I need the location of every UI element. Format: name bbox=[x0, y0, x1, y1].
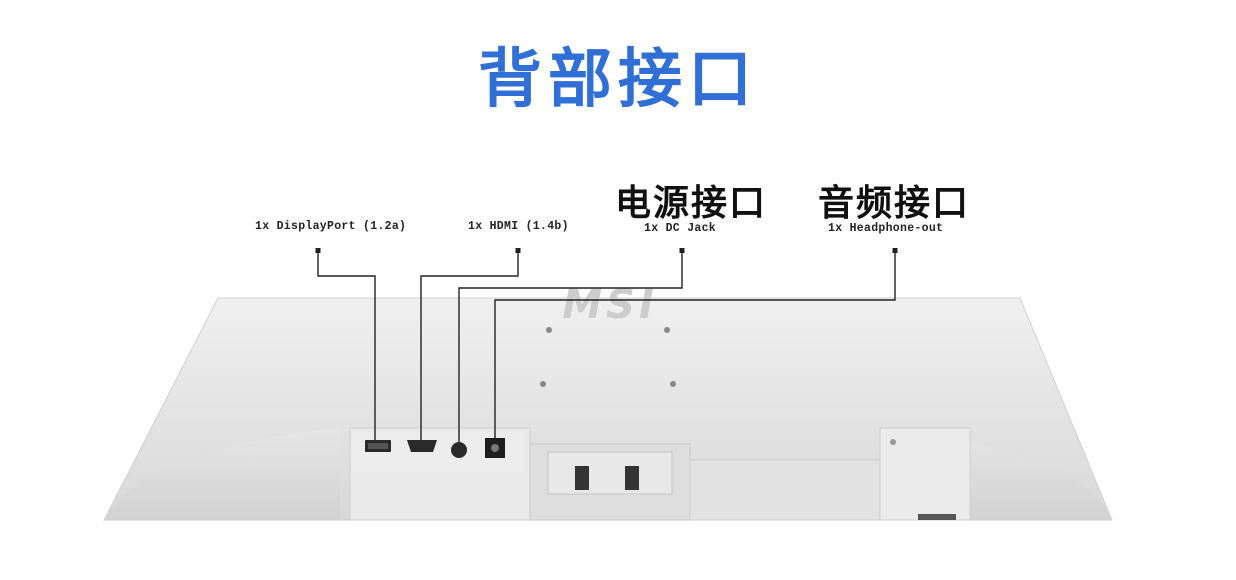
dc-label: 1x DC Jack bbox=[644, 222, 717, 235]
audio-leader bbox=[458, 252, 683, 442]
dc-leader bbox=[494, 252, 896, 438]
audio-heading: 音频接口 bbox=[818, 183, 971, 224]
msi-logo: MSI bbox=[562, 282, 658, 328]
hdmi-leader bbox=[420, 252, 519, 440]
audio-label: 1x Headphone-out bbox=[828, 222, 944, 235]
dc-heading: 电源接口 bbox=[615, 183, 768, 224]
audio-jack bbox=[451, 442, 467, 458]
hdmi-label: 1x HDMI (1.4b) bbox=[468, 220, 569, 233]
monitor-lower-curve bbox=[104, 428, 340, 520]
displayport-leader bbox=[317, 252, 376, 440]
hdmi-port bbox=[407, 440, 437, 452]
displayport-label: 1x DisplayPort (1.2a) bbox=[255, 220, 407, 233]
page-title: 背部接口 bbox=[478, 43, 758, 117]
